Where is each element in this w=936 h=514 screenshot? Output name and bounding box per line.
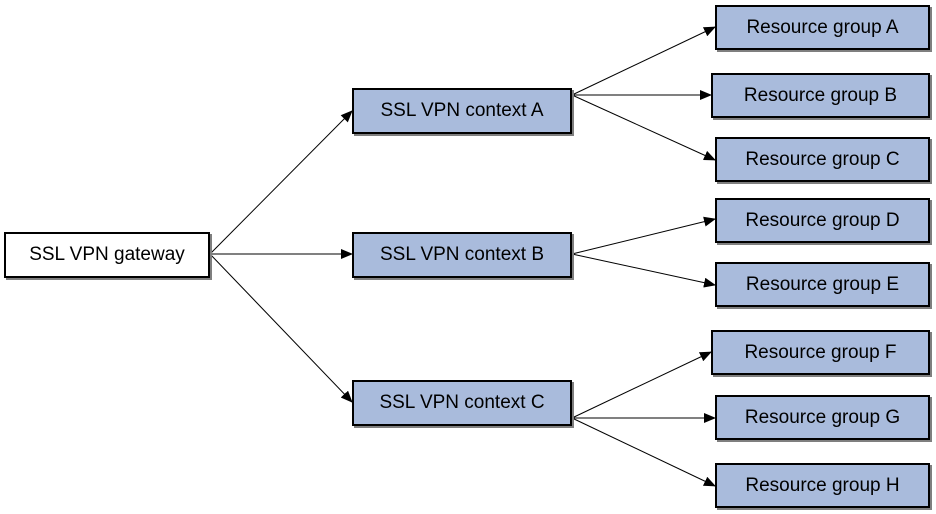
arrow-context-b-to-group-d	[571, 216, 716, 255]
resource-group-label-b: Resource group B	[743, 84, 898, 106]
context-label-c: SSL VPN context C	[379, 392, 545, 413]
arrow-gateway-to-context-a	[209, 110, 353, 255]
resource-group-node-e: Resource group E	[715, 262, 930, 307]
resource-group-node-f: Resource group F	[711, 330, 930, 375]
resource-group-node-c: Resource group C	[715, 137, 930, 182]
resource-group-label-d: Resource group D	[745, 209, 900, 231]
arrow-context-a-to-group-c	[571, 94, 716, 161]
context-label-a: SSL VPN context A	[380, 100, 544, 121]
resource-group-label-c: Resource group C	[745, 148, 900, 170]
resource-group-node-h: Resource group H	[715, 463, 930, 508]
arrow-context-c-to-group-h	[571, 417, 716, 487]
context-node-a: SSL VPN context A	[352, 88, 572, 134]
resource-group-node-g: Resource group G	[715, 395, 930, 440]
gateway-label: SSL VPN gateway	[29, 244, 185, 265]
resource-group-label-a: Resource group A	[746, 16, 899, 38]
resource-group-label-g: Resource group G	[744, 406, 901, 428]
arrow-gateway-to-context-c	[209, 253, 353, 403]
resource-group-label-f: Resource group F	[744, 341, 897, 363]
resource-group-label-h: Resource group H	[745, 474, 900, 496]
arrow-context-b-to-group-e	[571, 253, 716, 288]
gateway-node: SSL VPN gateway	[4, 232, 210, 278]
context-node-c: SSL VPN context C	[352, 380, 572, 426]
resource-group-node-d: Resource group D	[715, 198, 930, 243]
context-node-b: SSL VPN context B	[352, 232, 572, 278]
context-label-b: SSL VPN context B	[379, 244, 545, 265]
arrow-context-a-to-group-a	[571, 26, 716, 96]
arrow-context-c-to-group-f	[571, 351, 712, 419]
resource-group-label-e: Resource group E	[745, 273, 900, 295]
resource-group-node-b: Resource group B	[711, 73, 930, 118]
resource-group-node-a: Resource group A	[715, 5, 930, 50]
